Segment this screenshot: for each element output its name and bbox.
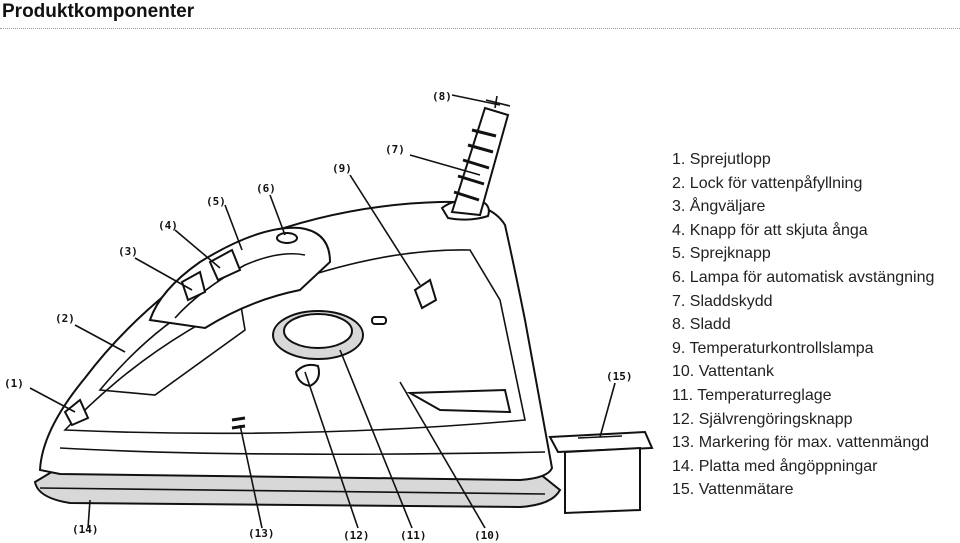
callout-5: (5) (206, 195, 226, 208)
callout-8: (8) (432, 90, 452, 103)
temp-lamp-shape (413, 278, 438, 310)
callout-6: (6) (256, 182, 276, 195)
callout-14: (14) (72, 523, 99, 536)
callout-15: (15) (606, 370, 633, 383)
max-water-mark (231, 416, 246, 430)
callout-10: (10) (474, 529, 501, 542)
spray-nozzle-shape (63, 398, 90, 427)
legend-item: 5. Sprejknapp (672, 245, 771, 263)
water-gauge-body (564, 446, 641, 515)
legend-item: 1. Sprejutlopp (672, 151, 771, 168)
legend-item: 13. Markering för max. vattenmängd (672, 434, 930, 452)
spray-button-shape (208, 248, 242, 282)
callout-13: (13) (248, 527, 275, 540)
cord-guard (450, 106, 510, 217)
legend-item: 14. Platta med ångöppningar (672, 457, 878, 475)
callout-3: (3) (118, 245, 138, 258)
legend-item: 3. Ångväljare (672, 198, 766, 216)
callout-9: (9) (332, 162, 352, 175)
water-tank-window (406, 388, 512, 414)
legend-item: 10. Vattentank (672, 363, 774, 381)
handle-inner (174, 252, 306, 319)
legend-item: 12. Självrengöringsknapp (672, 410, 853, 428)
legend-item: 4. Knapp för att skjuta ånga (672, 221, 868, 239)
callout-7: (7) (385, 143, 405, 156)
leader-lines (29, 94, 616, 529)
legend-item: 11. Temperaturreglage (672, 386, 832, 404)
cord-guard-ribs (453, 128, 497, 202)
page-title: Produktkomponenter (2, 1, 195, 22)
legend-item: 9. Temperaturkontrollslampa (672, 339, 874, 357)
parts-legend: 1. Sprejutlopp 2. Lock för vattenpåfylln… (672, 148, 934, 502)
soleplate-edge (39, 487, 546, 495)
callout-1: (1) (4, 377, 24, 390)
auto-off-lamp-shape (276, 232, 298, 244)
legend-item: 7. Sladdskydd (672, 292, 773, 310)
callout-2: (2) (55, 312, 75, 325)
callout-11: (11) (400, 529, 427, 542)
self-clean-button-shape (294, 363, 320, 388)
steam-selector-shape (180, 270, 207, 302)
iron-body-inner (63, 249, 526, 435)
callout-12: (12) (343, 529, 370, 542)
temperature-dial (283, 313, 353, 349)
iron-body-band (59, 447, 546, 456)
cord (485, 95, 511, 109)
water-gauge-top (548, 430, 654, 454)
legend-item: 15. Vattenmätare (672, 481, 794, 499)
legend-item: 6. Lampa för automatisk avstängning (672, 268, 935, 286)
header-divider (0, 28, 960, 29)
legend-item: 2. Lock för vattenpåfyllning (672, 174, 863, 192)
legend-item: 8. Sladd (672, 316, 731, 334)
handle (148, 226, 332, 330)
callout-4: (4) (158, 219, 178, 232)
slot-indicator (371, 316, 387, 325)
